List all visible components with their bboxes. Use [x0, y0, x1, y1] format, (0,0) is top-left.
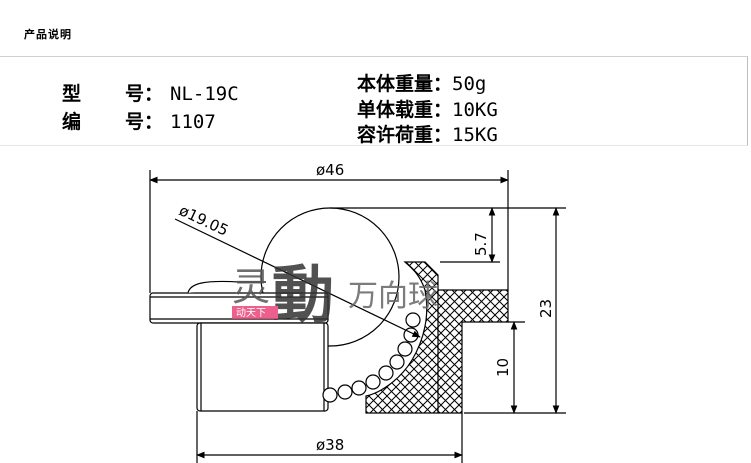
spec-label: 单体载重： — [357, 99, 453, 121]
dim-ball-protrusion: 5.7 — [472, 232, 490, 256]
spec-allowable-load: 容许荷重：15KG — [357, 120, 498, 147]
spec-label: 号： — [125, 111, 164, 133]
svg-text:动天下: 动天下 — [236, 307, 266, 319]
spec-value: 10KG — [452, 99, 498, 121]
watermark-logo: 灵 動 万向球 动天下 — [232, 258, 438, 331]
spec-label: 容许荷重： — [357, 124, 453, 146]
housing-section — [365, 261, 509, 414]
dim-total-height: 23 — [537, 299, 555, 318]
spec-value: 1107 — [170, 111, 216, 133]
spec-label: 型 — [62, 83, 82, 105]
spec-value: NL-19C — [170, 83, 239, 105]
svg-text:灵: 灵 — [232, 265, 270, 309]
spec-weight: 本体重量：50g — [357, 69, 486, 96]
spec-label: 号： — [125, 83, 164, 105]
svg-text:動: 動 — [272, 258, 334, 331]
dim-outer-diameter: ø46 — [316, 161, 344, 179]
spec-panel: 型号：NL-19C 编号：1107 本体重量：50g 单体载重：10KG 容许荷… — [0, 56, 748, 146]
spec-label: 本体重量： — [357, 73, 453, 95]
spec-code: 编 号： 1107 — [62, 107, 216, 134]
dim-body-diameter: ø38 — [316, 436, 344, 454]
body-left — [196, 322, 329, 412]
spec-label: 编 — [62, 111, 82, 133]
page-title: 产品说明 — [24, 28, 72, 41]
spec-value: 50g — [452, 73, 487, 95]
support-balls — [322, 312, 421, 403]
dim-body-height: 10 — [494, 358, 512, 377]
svg-text:万向球: 万向球 — [348, 279, 438, 314]
dim-ball-diameter: ø19.05 — [176, 201, 231, 239]
spec-model: 型 号： NL-19C — [62, 79, 239, 106]
spec-value: 15KG — [452, 124, 498, 146]
spec-unit-load: 单体载重：10KG — [357, 95, 498, 122]
